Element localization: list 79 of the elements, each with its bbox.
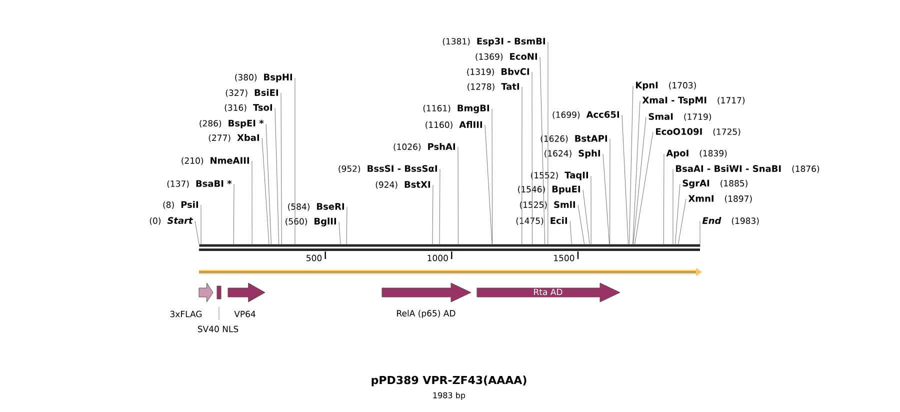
gene-feature: 3xFLAG [170,282,214,318]
leader-line [634,132,654,244]
leader-line [633,116,646,244]
leader-line [570,220,572,244]
site-label: (286) BspEI * [200,120,264,128]
site-label: (1319) BbvCI [467,68,529,76]
site-label: (1278) TatI [468,83,519,91]
leader-line [632,100,640,244]
leader-line [540,56,546,244]
caption: 1983 bp [433,392,466,400]
gene-feature: VP64 [228,282,266,318]
gene-feature: Rta AD [476,282,620,302]
node-label: SV40 NLS [198,326,238,332]
leader-line [629,86,634,244]
leader-line [675,184,680,244]
site-label: (584) BseRI [288,203,344,211]
leader-line [194,220,200,244]
node-label: 3xFLAG [170,310,202,318]
leader-line [274,108,280,244]
site-label: KpnI (1703) [636,82,696,90]
site-label: (1626) BstAPI [540,135,607,143]
scale-label: 500 [306,254,322,262]
site-label: SgrAI (1885) [682,180,748,188]
leader-line [492,108,493,244]
site-label: (1160) AflIII [426,121,482,129]
site-label: (1161) BmgBI [423,104,489,114]
leader-line [262,138,270,244]
scale-label: 1500 [554,254,574,262]
gene-feature: RelA (p65) AD [382,282,472,318]
site-label: (277) XbaI [208,134,259,142]
site-label: (316) TsoI [224,104,272,112]
site-label: XmnI (1897) [688,195,752,203]
site-label: EcoO109I (1725) [656,128,740,136]
leader-line [602,154,610,244]
scale-label: 1000 [428,254,448,262]
leader-line [338,222,341,244]
leader-line [582,190,590,244]
leader-line [294,78,296,244]
site-label: (1475) EciI [516,217,567,225]
leader-line [678,198,686,244]
sequence-backbone [199,244,700,251]
site-label: SmaI (1719) [648,113,711,121]
leader-line [266,124,272,244]
leader-line [439,168,440,244]
title: pPD389 VPR-ZF43(AAAA) [372,376,526,386]
site-label: (137) BsaBI * [167,180,232,188]
site-label: (380) BspHI [235,74,292,82]
site-label: (210) NmeAIII [182,157,249,165]
leader-line [233,184,234,244]
node-label: RelA (p65) AD [397,310,456,318]
site-label: (952) BssSI - BssSαI [338,165,437,173]
leader-line [484,124,492,244]
site-label: (560) BglII [286,218,336,226]
node-label: VP64 [234,310,256,318]
site-label: (1525) SmlI [520,201,575,209]
site-label: (1369) EcoNI [476,53,537,61]
site-label: (1552) TaqII [531,172,588,180]
leader-line [663,154,664,244]
site-label: (327) BsiEI [226,89,278,97]
leader-line [590,176,592,244]
site-label: (1624) SphI [544,150,600,158]
leader-line [346,206,348,244]
site-label: (8) PsiI [163,201,198,209]
site-label: (1381) Esp3I - BsmBI [442,38,545,46]
site-label: (1026) PshAI [394,143,455,151]
site-label: (1699) Acc65I [552,111,619,119]
leader-line [280,92,282,244]
site-label: (1546) BpuEI [518,186,580,194]
site-label: BsaAI - BsiWI - SnaBI (1876) [676,165,820,173]
leader-line [622,114,628,244]
site-label: (924) BstXI [376,181,430,189]
leader-line [432,184,434,244]
leader-line [200,204,202,244]
site-label: ApoI (1839) [666,150,727,158]
site-label: XmaI - TspMI (1717) [642,96,744,106]
site-label: End (1983) [702,217,759,225]
leader-line [672,168,674,244]
leader-line [578,204,585,244]
site-label: (0) Start [150,217,194,225]
